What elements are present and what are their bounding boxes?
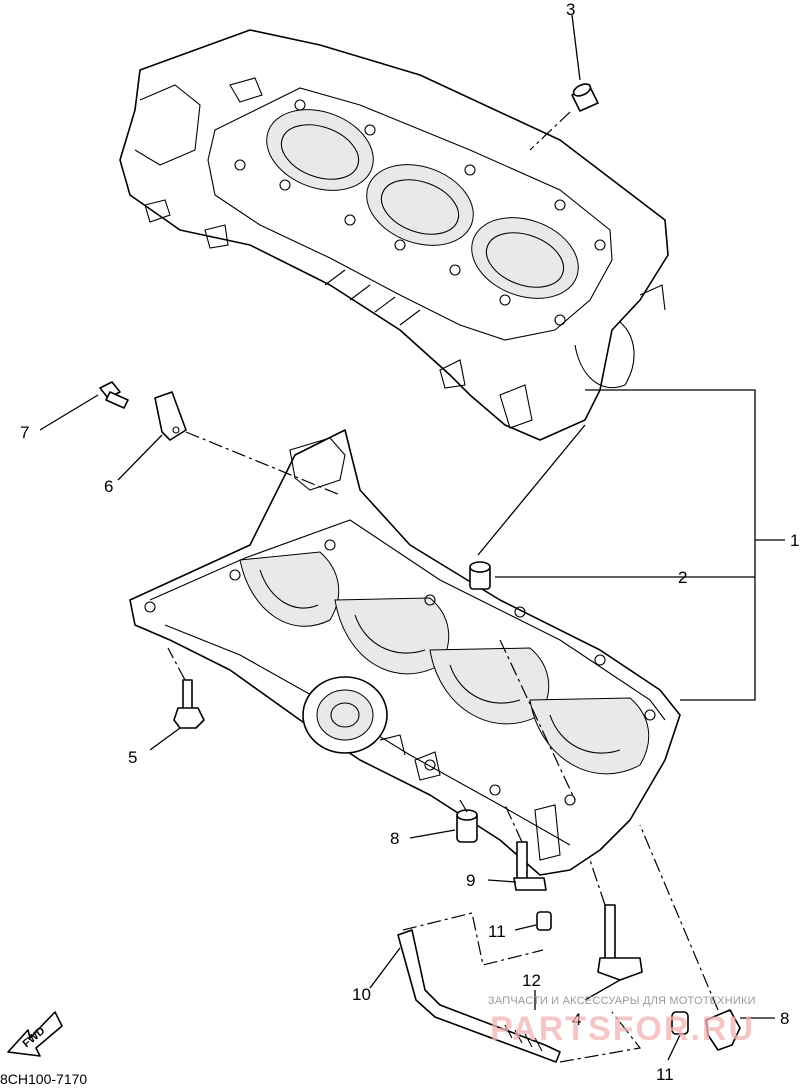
watermark-brand: PARTSFOR.RU [490,1010,755,1048]
callout-11-upper: 11 [488,922,506,941]
callout-3: 3 [566,0,575,19]
callout-10: 10 [352,985,371,1004]
callout-2: 2 [678,568,687,587]
bolt-5 [173,679,205,729]
plug-11-upper [536,911,552,931]
upper-crankcase [119,29,669,441]
callout-8-lower: 8 [780,1009,789,1028]
plug-8-upper [456,809,478,843]
drawing-code: 8CH100-7170 [0,1071,87,1087]
callout-5: 5 [128,748,137,767]
bolt-4 [597,904,643,981]
lower-crank-saddles [239,551,650,775]
dowel-pin-2 [469,561,491,590]
lower-crankcase [129,429,681,876]
callout-7: 7 [20,423,29,442]
watermark: ЗАПЧАСТИ И АКСЕССУАРЫ ДЛЯ МОТОТЕХНИКИ PA… [488,995,756,1048]
callout-labels: 1 2 3 4 5 6 7 8 8 9 10 11 11 12 [20,0,799,1084]
hose-10 [397,929,561,1063]
fwd-arrow: FWD [7,1011,63,1057]
callout-12: 12 [522,971,541,990]
callout-4: 4 [572,1010,581,1029]
callout-8-upper: 8 [390,829,399,848]
callout-6: 6 [104,477,113,496]
bracket-plate-6 [154,391,187,441]
plug-11-lower [671,1011,689,1035]
bolt-7 [99,381,129,409]
dowel-pin-3 [571,83,599,112]
callout-11-lower: 11 [656,1065,674,1084]
callout-9: 9 [466,871,475,890]
fitting-9 [513,841,547,891]
elbow-fitting-8-lower [705,1009,741,1051]
callout-1: 1 [790,531,799,550]
upper-cylinder-bores [266,109,579,299]
lower-bolt-holes [144,539,656,806]
leader-lines [39,14,785,1063]
watermark-tagline: ЗАПЧАСТИ И АКСЕССУАРЫ ДЛЯ МОТОТЕХНИКИ [488,995,756,1007]
upper-bolt-holes [234,99,606,326]
lower-seal-housing [302,676,388,754]
